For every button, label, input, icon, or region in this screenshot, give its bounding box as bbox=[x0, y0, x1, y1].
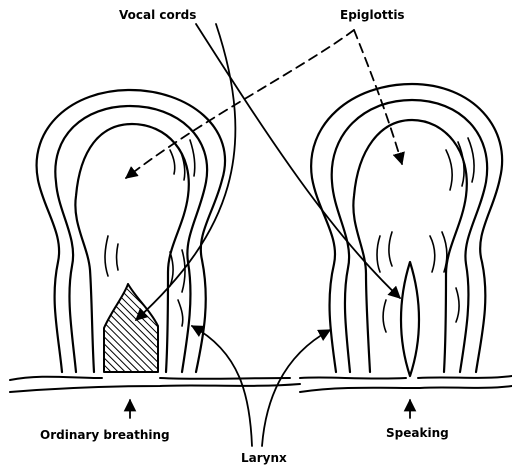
larynx-pointer-right bbox=[262, 330, 330, 446]
speaking-glottis-closed bbox=[401, 262, 419, 376]
epiglottis-pointer-right bbox=[354, 30, 402, 164]
epiglottis-label: Epiglottis bbox=[340, 8, 405, 22]
vocal-cords-pointer-left bbox=[136, 24, 235, 320]
larynx-label: Larynx bbox=[241, 451, 287, 465]
ordinary-breathing-label: Ordinary breathing bbox=[40, 428, 170, 442]
speaking-inner-outline bbox=[332, 100, 487, 372]
breathing-glottis-open bbox=[104, 284, 158, 372]
epiglottis-pointer-left bbox=[126, 30, 354, 178]
vocal-cords-label: Vocal cords bbox=[119, 8, 196, 22]
speaking-label: Speaking bbox=[386, 426, 449, 440]
base-lines bbox=[10, 376, 512, 392]
speaking-larynx-figure bbox=[311, 84, 502, 376]
pointer-lines bbox=[126, 24, 410, 446]
